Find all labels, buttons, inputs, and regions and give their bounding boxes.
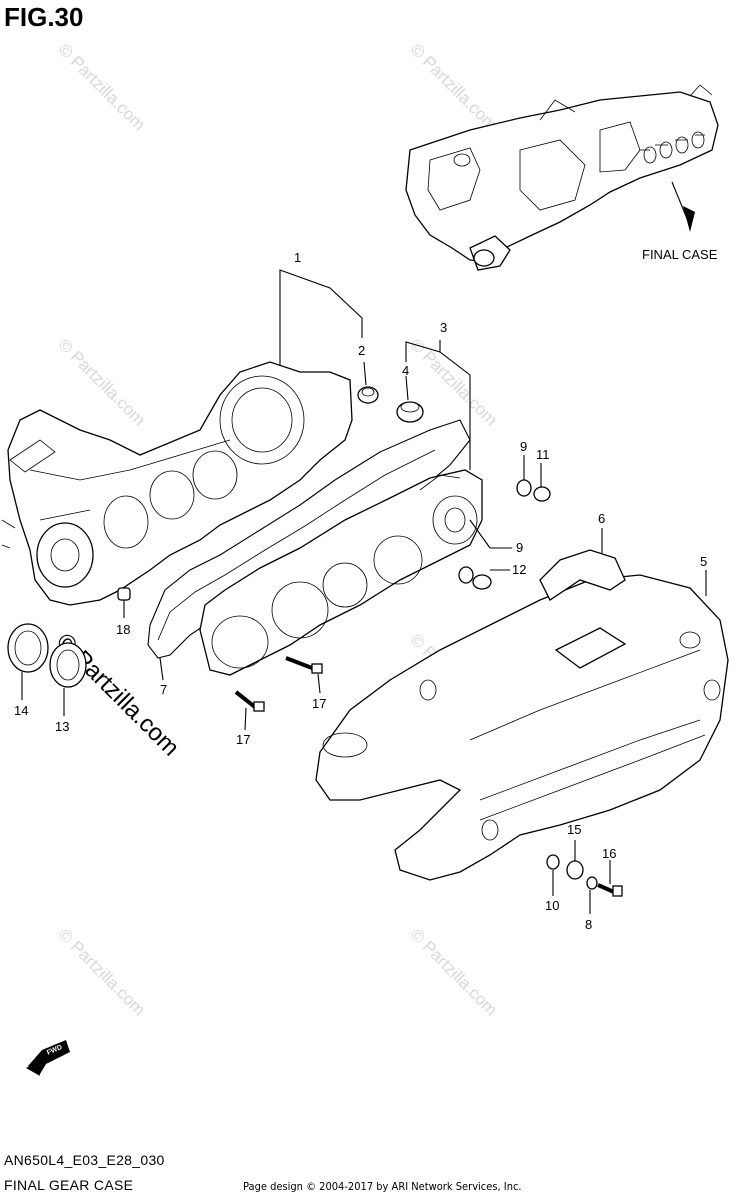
outer-cover-5 — [315, 574, 729, 881]
callout-6: 6 — [598, 511, 605, 526]
callout-15: 15 — [567, 822, 581, 837]
callout-leader — [469, 519, 491, 549]
callout-18: 18 — [116, 622, 130, 637]
callout-16: 16 — [602, 846, 616, 861]
bolt-11 — [533, 486, 551, 502]
callout-12: 12 — [512, 562, 526, 577]
callout-11: 11 — [536, 447, 550, 462]
callout-9b: 9 — [516, 540, 523, 555]
callout-leader — [244, 707, 247, 731]
cover-3 — [199, 469, 483, 676]
callout-2: 2 — [358, 343, 365, 358]
callout-9a: 9 — [520, 439, 527, 454]
fwd-arrow-icon — [26, 1040, 70, 1076]
collar-10 — [546, 854, 560, 870]
callout-1: 1 — [294, 250, 301, 265]
dowel-pin-18 — [117, 587, 131, 601]
bracket-1 — [279, 269, 363, 365]
callout-17b: 17 — [236, 732, 250, 747]
callout-leader — [317, 673, 321, 694]
bolt-16 — [597, 883, 623, 897]
seal-14 — [7, 623, 49, 673]
model-code: AN650L4_E03_E28_030 — [4, 1152, 165, 1168]
callout-10: 10 — [545, 898, 559, 913]
callout-3: 3 — [440, 320, 447, 335]
plate-6 — [539, 549, 626, 601]
final-case-arrow — [683, 206, 695, 232]
callout-14: 14 — [14, 703, 28, 718]
callout-4: 4 — [402, 363, 409, 378]
washer-8 — [586, 876, 598, 890]
callout-leader — [363, 361, 367, 386]
final-case-label: FINAL CASE — [642, 247, 718, 262]
bolt-17a — [285, 656, 323, 674]
callout-8: 8 — [585, 917, 592, 932]
final-case-assembly — [405, 84, 719, 271]
callout-17a: 17 — [312, 696, 326, 711]
washer-9b — [458, 566, 474, 584]
bushing-4 — [396, 401, 424, 423]
gasket-7 — [147, 419, 471, 659]
callout-5: 5 — [700, 554, 707, 569]
crankcase-housing — [1, 361, 353, 606]
gasket-inner — [157, 449, 436, 641]
figure-title: FIG.30 — [4, 2, 84, 32]
callout-leader — [159, 657, 164, 681]
bushing-2 — [357, 386, 379, 404]
seal-13 — [49, 642, 87, 688]
callout-13: 13 — [55, 719, 69, 734]
plug-12 — [472, 574, 492, 590]
figure-subtitle: FINAL GEAR CASE — [4, 1177, 134, 1193]
bolt-17b — [234, 690, 265, 712]
washer-9a — [516, 479, 532, 497]
copyright-text: Page design © 2004-2017 by ARI Network S… — [243, 1180, 522, 1193]
grommet-15 — [566, 860, 584, 880]
callout-7: 7 — [160, 682, 167, 697]
callout-leader — [405, 375, 409, 401]
